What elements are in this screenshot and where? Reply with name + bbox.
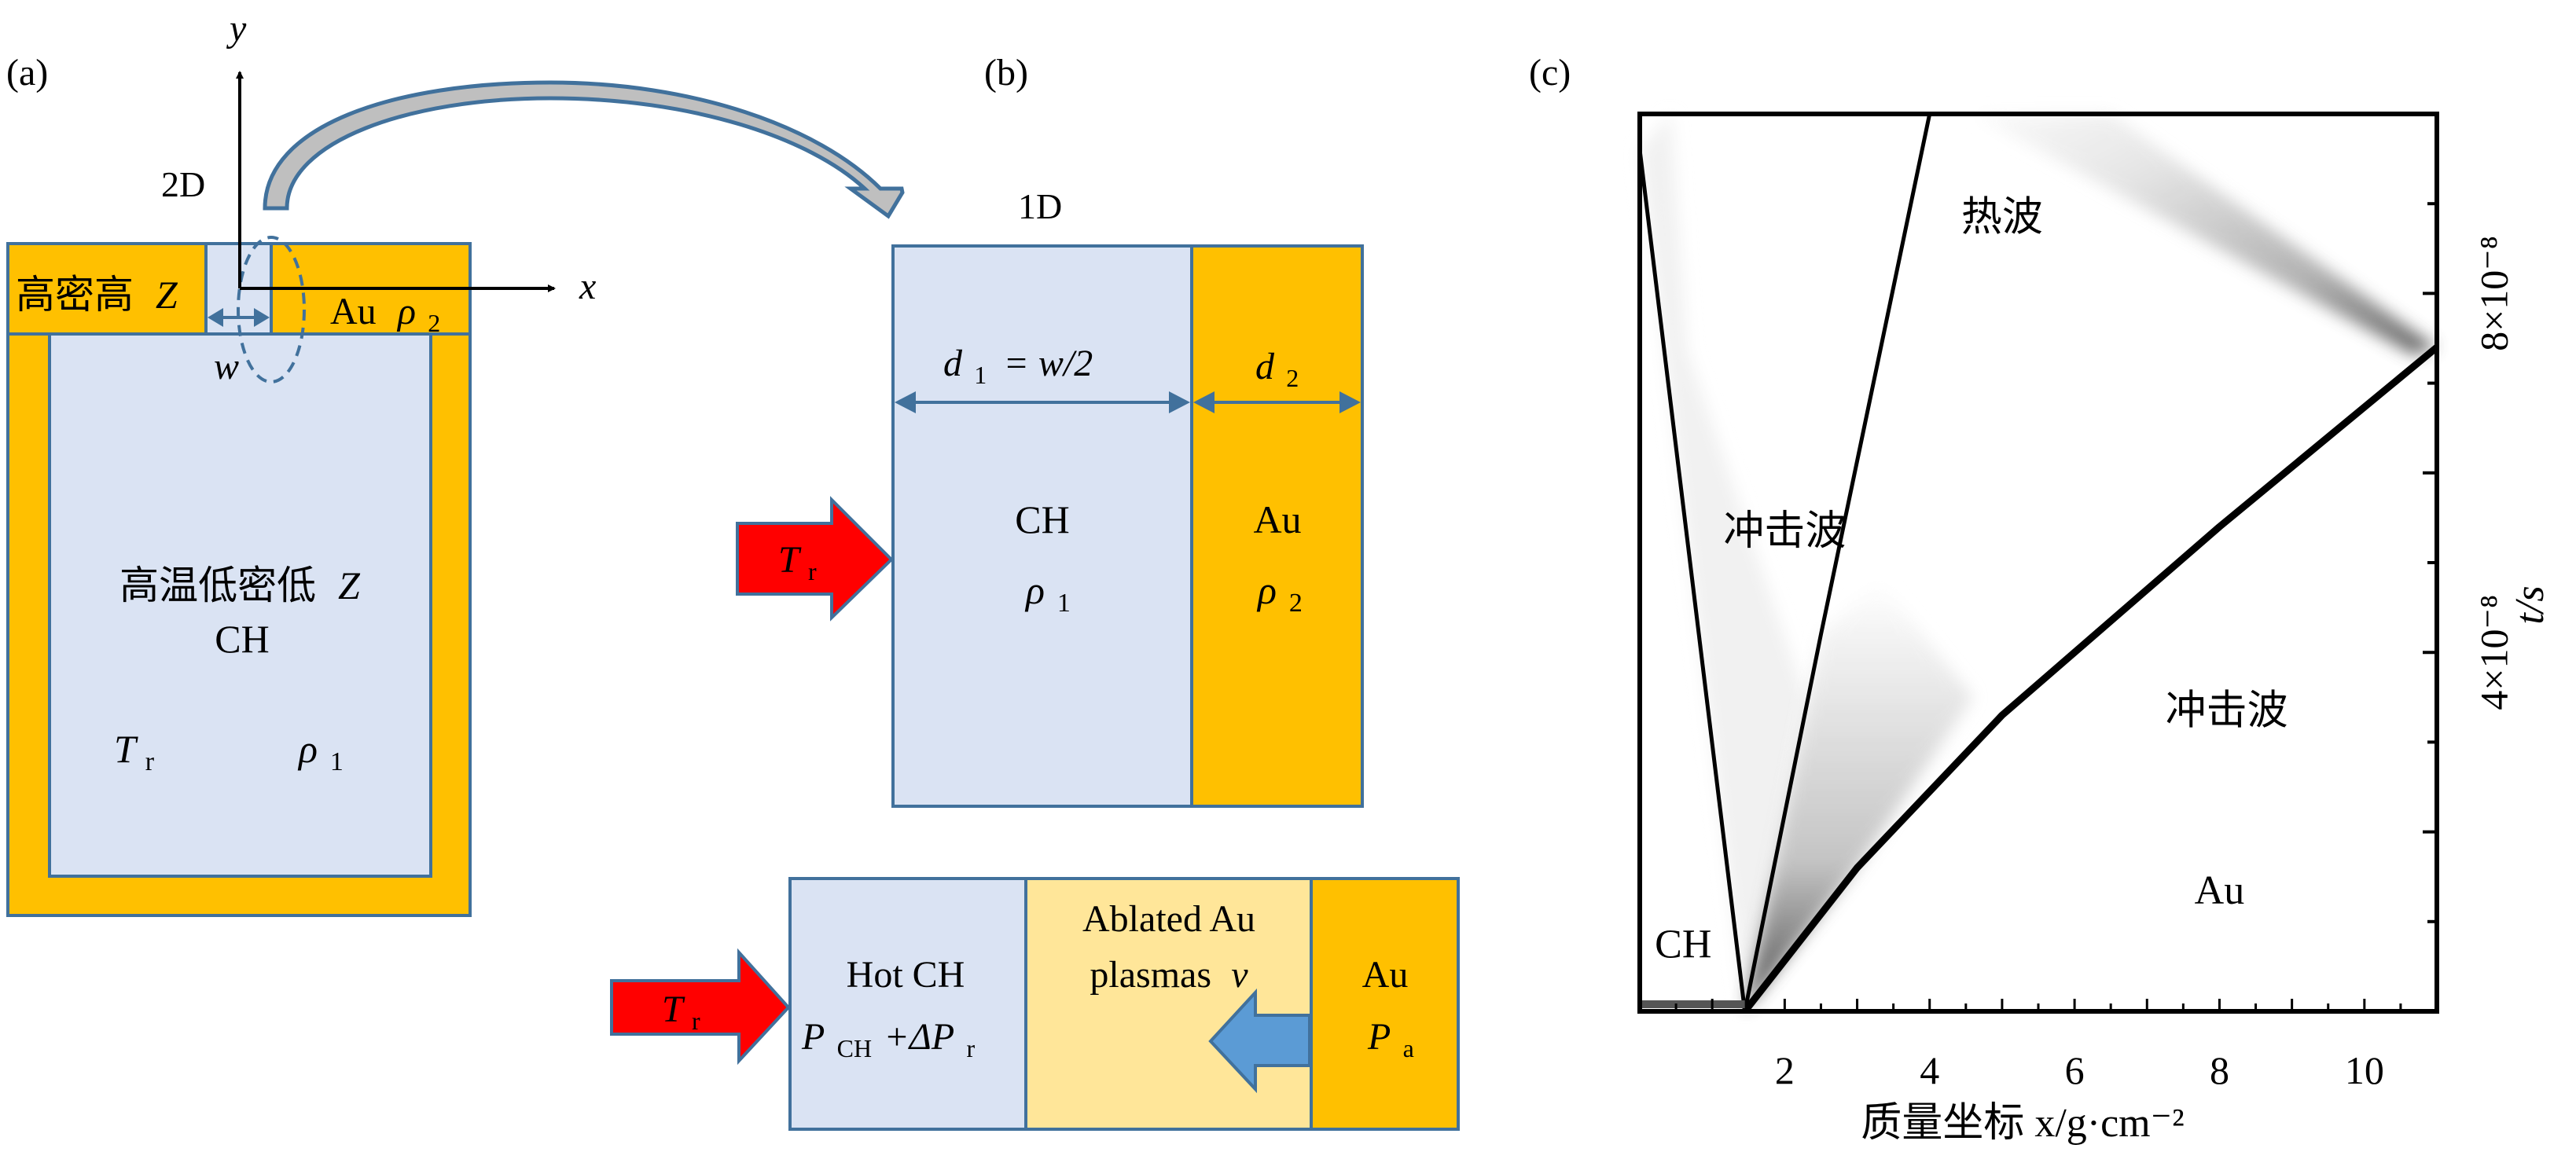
x-axis-label: x xyxy=(579,266,596,307)
ch-label: CH xyxy=(215,617,269,661)
top-right-label: Au ρ 2 xyxy=(330,289,440,337)
au-shock-line xyxy=(1742,344,2439,1014)
y-tick-label: 4×10⁻⁸ xyxy=(2471,595,2515,710)
ablation-flow-arrow-icon xyxy=(1208,988,1311,1094)
ch-wave-line xyxy=(1637,149,1747,1012)
ablation-pressure-label: P a xyxy=(1367,1014,1414,1062)
panel-b-label: (b) xyxy=(984,52,1028,94)
chart-annotation: 冲击波 xyxy=(1723,508,1846,555)
x-tick-label: 8 xyxy=(2210,1048,2229,1092)
zoom-ellipse xyxy=(237,236,306,383)
au-layer xyxy=(1190,244,1364,808)
y-axis-label: y xyxy=(226,8,247,50)
ch-layer xyxy=(891,244,1193,808)
curved-transition-arrow xyxy=(263,80,905,219)
ch-initial-layer-band xyxy=(1640,1000,1745,1008)
ch-shaded-region xyxy=(1640,114,1806,1011)
x-tick-label: 4 xyxy=(1920,1048,1939,1092)
radiation-temp-label: T r xyxy=(114,726,155,776)
d2-label: d 2 xyxy=(1255,344,1299,392)
ch-density-label: ρ 1 xyxy=(297,726,344,776)
x-tick-label: 6 xyxy=(2065,1048,2085,1092)
panel-b-lower: T r Hot CH P CH +ΔP r Ablated Au plasmas… xyxy=(610,877,1460,1131)
panel-a: (a) 高密高 Z Au ρ 2 w y x xyxy=(6,8,596,917)
ablated-au-label: Ablated Au xyxy=(1082,898,1255,940)
au-solid-label: Au xyxy=(1362,954,1409,996)
panel-a-label: (a) xyxy=(6,52,48,94)
radiation-drive-arrow-icon xyxy=(736,496,894,622)
hot-ch-label: Hot CH xyxy=(847,954,965,996)
ch-layer-density: ρ 1 xyxy=(1024,567,1071,618)
dimension-1d-label: 1D xyxy=(1018,186,1062,226)
top-left-label: 高密高 Z xyxy=(16,272,178,317)
d1-label: d 1 = w/2 xyxy=(943,341,1093,393)
ch-layer-label: CH xyxy=(1015,497,1069,541)
hot-ch-pressure: P CH +ΔP r xyxy=(801,1014,975,1066)
chart-annotation: 冲击波 xyxy=(2166,688,2288,735)
panel-b: (b) 1D d 1 = w/2 d 2 CH ρ 1 Au xyxy=(736,52,1364,808)
panel-c: (c) 2 4 6 8 10 4×10⁻⁸ 8×10⁻⁸ 质量坐标 x/g·cm⁻² t/s 热波… xyxy=(1529,52,2552,1146)
panel-c-label: (c) xyxy=(1529,52,1571,94)
x-tick-label: 2 xyxy=(1775,1048,1795,1092)
radiation-drive-arrow-icon xyxy=(610,948,791,1066)
chart-annotation: Au xyxy=(2195,868,2245,913)
dimension-2d-label: 2D xyxy=(161,164,205,204)
lower-drive-label: T r xyxy=(662,987,700,1035)
au-ablation-shaded-region xyxy=(1744,580,1974,1011)
reflected-wave-fan xyxy=(1973,114,2437,355)
chart-annotation: 热波 xyxy=(1961,193,2043,240)
ch-description: 高温低密低 Z xyxy=(119,563,361,608)
drive-arrow-label: T r xyxy=(778,537,817,585)
y-tick-label: 8×10⁻⁸ xyxy=(2471,236,2515,351)
au-layer-label: Au xyxy=(1253,497,1301,541)
width-label: w xyxy=(214,346,239,387)
au-solid-region xyxy=(1310,877,1460,1131)
hot-ch-region xyxy=(788,877,1027,1131)
x-axis-title: 质量坐标 x/g·cm⁻² xyxy=(1861,1101,2184,1146)
d2-dimension-arrow xyxy=(1193,391,1361,413)
chart-annotation: CH xyxy=(1655,922,1711,967)
heat-wave-front-line xyxy=(1743,113,1932,1012)
d1-dimension-arrow xyxy=(895,391,1190,413)
au-layer-density: ρ 2 xyxy=(1256,567,1303,618)
x-tick-label: 10 xyxy=(2345,1048,2384,1092)
y-axis-title: t/s xyxy=(2508,585,2552,624)
plasma-velocity-label: plasmas v xyxy=(1090,952,1248,996)
